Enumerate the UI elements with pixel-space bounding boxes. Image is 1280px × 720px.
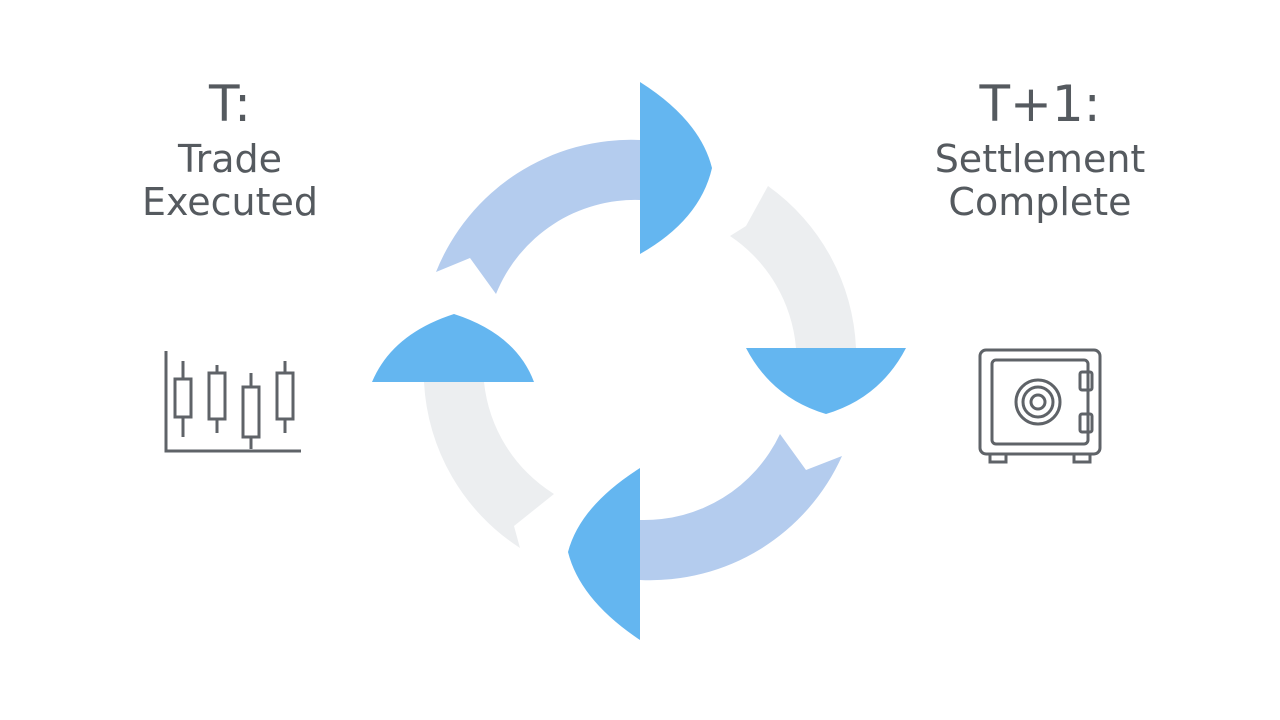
safe-vault-icon xyxy=(978,348,1102,464)
arrowhead-top xyxy=(640,82,712,254)
arc-left xyxy=(424,382,554,548)
trade-date-heading: T: xyxy=(209,75,251,133)
arc-bottom-right xyxy=(640,434,842,581)
trade-line-1: Trade xyxy=(177,136,283,181)
settlement-complete-label: T+1: Settlement Complete xyxy=(900,75,1180,225)
arc-top-left xyxy=(436,139,640,294)
arrowhead-bottom xyxy=(568,468,640,640)
trade-line-2: Executed xyxy=(141,180,319,225)
trade-executed-label: T: Trade Executed xyxy=(100,75,360,225)
arc-right xyxy=(730,186,856,348)
settlement-line-2: Complete xyxy=(948,180,1132,225)
candlestick-chart-icon xyxy=(164,351,301,453)
arrowhead-right xyxy=(746,348,906,414)
settlement-date-heading: T+1: xyxy=(979,75,1101,133)
settlement-line-1: Settlement xyxy=(934,136,1146,181)
arrowhead-left xyxy=(372,314,534,382)
